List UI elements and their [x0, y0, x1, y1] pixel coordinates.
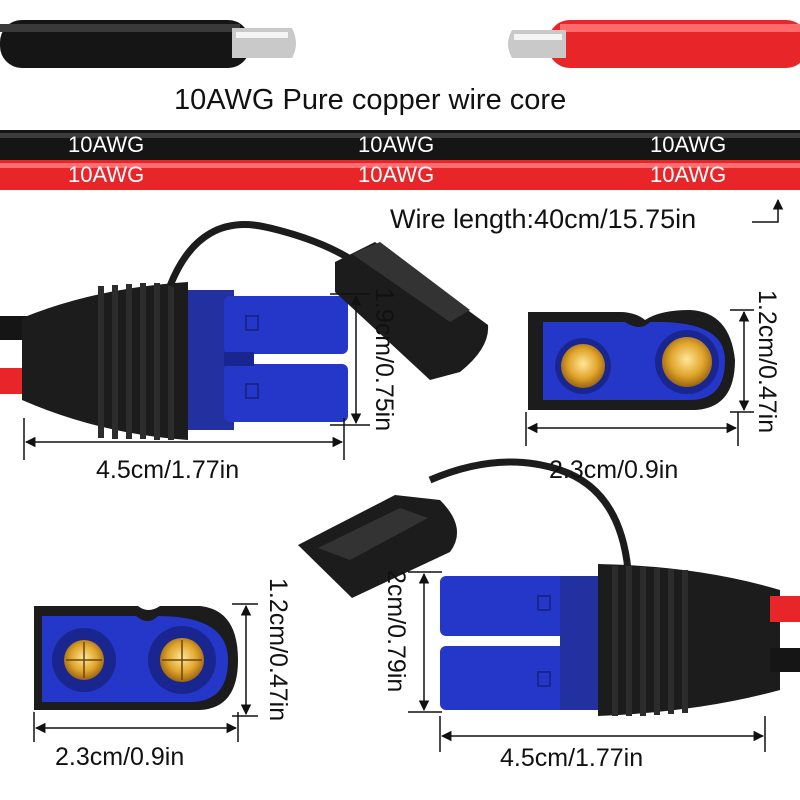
female-face-width-label: 2.3cm/0.9in — [549, 456, 679, 484]
male-connector-face — [34, 606, 238, 710]
black-wire-label-1: 10AWG — [68, 132, 145, 157]
male-face-height-label: 1.2cm/0.47in — [264, 578, 292, 722]
female-face-dimension-lines — [525, 309, 754, 446]
male-side-dimension-lines — [408, 571, 766, 752]
male-side-height-label: 2cm/0.79in — [382, 570, 410, 693]
page-title: 10AWG Pure copper wire core — [174, 84, 567, 116]
black-wire-label-2: 10AWG — [358, 132, 435, 157]
female-side-dimension-lines — [23, 293, 370, 460]
long-red-wire — [0, 160, 800, 190]
female-connector-face — [528, 310, 735, 410]
male-connector-side-view — [298, 458, 800, 716]
black-wire-label-3: 10AWG — [650, 132, 727, 157]
female-face-height-label: 1.2cm/0.47in — [753, 290, 781, 434]
wire-length-arrow — [752, 198, 784, 223]
red-wire-label-1: 10AWG — [68, 162, 145, 187]
male-side-width-label: 4.5cm/1.77in — [500, 744, 644, 772]
stripped-red-wire — [508, 20, 800, 68]
female-side-height-label: 1.9cm/0.75in — [370, 288, 398, 432]
long-black-wire — [0, 130, 800, 160]
female-side-width-label: 4.5cm/1.77in — [96, 456, 240, 484]
red-wire-label-3: 10AWG — [650, 162, 727, 187]
red-wire-label-2: 10AWG — [358, 162, 435, 187]
male-face-width-label: 2.3cm/0.9in — [55, 743, 185, 771]
female-connector-side-view — [0, 221, 489, 440]
stripped-black-wire — [0, 20, 296, 68]
wire-length-label: Wire length:40cm/15.75in — [390, 204, 697, 234]
male-face-dimension-lines — [33, 603, 258, 742]
